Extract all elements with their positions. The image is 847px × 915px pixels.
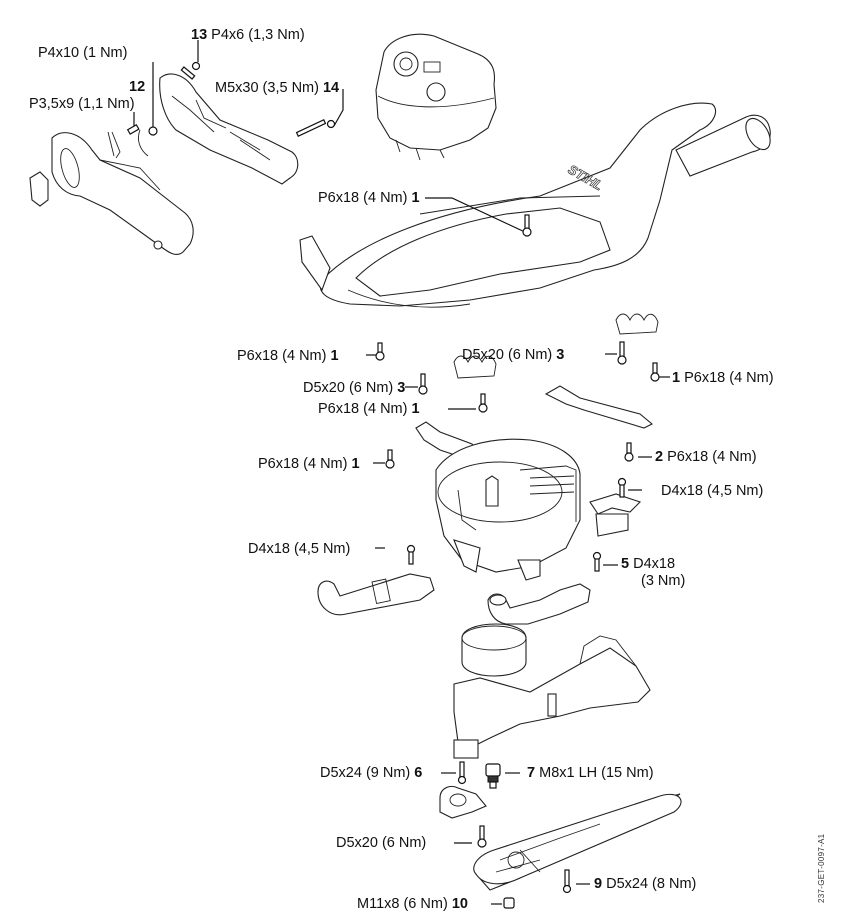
callout-spec: P3,5x9 (1,1 Nm) [29,96,135,112]
callout-spec: D5x20 (6 Nm) [303,380,394,396]
callout-spec: D5x20 (6 Nm) [336,835,427,851]
bracket-right [544,385,653,429]
part-number: 9 [594,876,603,892]
part-number: 12 [129,79,146,95]
part-number: 3 [397,380,406,396]
screw-p35x9 [126,123,140,135]
callout-spec: (3 Nm) [641,573,686,589]
throttle-clip [107,129,149,159]
callout-1a: P6x18 (4 Nm) 1 [318,190,420,206]
rear-handle-right-half [159,73,299,185]
part-number: 1 [411,190,420,206]
callout-d4x18a: D4x18 (4,5 Nm) [661,483,763,499]
gear-housing [453,623,651,759]
heat-shield [589,493,642,537]
callout-10: M11x8 (6 Nm) 10 [357,896,468,912]
part-number: 5 [621,556,630,572]
leader-lines [133,40,670,905]
plug-10 [503,897,515,909]
part-number: 6 [414,765,423,781]
screw-1a [522,214,532,237]
bearing-bracket [439,785,487,819]
callout-14: M5x30 (3,5 Nm) 14 [215,80,339,96]
callout-d5x20: D5x20 (6 Nm) [336,835,426,851]
screw-12 [148,126,158,136]
nut-7 [485,763,501,789]
screw-14 [295,119,336,137]
screw-d4x18a [617,477,627,498]
callout-1b: P6x18 (4 Nm) 1 [237,348,339,364]
intake-pipe-right [487,583,591,625]
callout-3b: D5x20 (6 Nm) 3 [303,380,405,396]
screw-d5x20 [477,825,487,848]
callout-7: 7 M8x1 LH (15 Nm) [527,765,654,781]
callout-spec: P6x18 (4 Nm) [237,348,327,364]
callout-3a: D5x20 (6 Nm) 3 [462,347,564,363]
screw-2 [624,442,634,462]
spring-right [615,313,659,335]
callout-p4x10: P4x10 (1 Nm) [38,45,127,61]
part-number: 14 [322,80,340,96]
screw-3b [418,373,428,395]
part-number: 7 [527,765,536,781]
callout-spec: D4x18 (4,5 Nm) [248,541,351,557]
spring-left [453,355,497,379]
callout-spec: P6x18 (4 Nm) [258,456,348,472]
part-number: 1 [351,456,360,472]
callout-spec: D5x24 (9 Nm) [320,765,411,781]
screws [126,61,660,909]
part-number: 1 [330,348,339,364]
screw-9 [562,869,572,894]
callout-spec: P6x18 (4 Nm) [318,190,408,206]
callout-p35x9: P3,5x9 (1,1 Nm) [29,96,135,112]
screw-13 [180,61,201,80]
callout-6: D5x24 (9 Nm) 6 [320,765,422,781]
callout-5-torque: (3 Nm) [641,573,685,589]
part-number: 3 [556,347,565,363]
screw-1e [385,449,395,469]
screw-3a [617,341,627,365]
figure-reference-code: 237-GET-0097-A1 [817,833,826,903]
part-number: 13 [191,27,208,43]
screw-1d [478,393,488,413]
engine [435,438,581,581]
callout-spec: D4x18 (4,5 Nm) [661,483,764,499]
housing-front-handle: STIHL [299,102,771,308]
screw-6 [457,761,467,785]
callout-1e: P6x18 (4 Nm) 1 [258,456,360,472]
intake-pipe-left [317,573,435,616]
rear-handle-left-half [29,132,194,255]
screw-5 [592,551,602,572]
part-number: 1 [672,370,681,386]
callout-1d: P6x18 (4 Nm) 1 [318,401,420,417]
callout-spec: P6x18 (4 Nm) [684,370,774,386]
callout-d4x18b: D4x18 (4,5 Nm) [248,541,350,557]
fuel-tank [375,33,497,161]
callout-spec: M5x30 (3,5 Nm) [215,80,319,96]
callout-spec: P4x6 (1,3 Nm) [211,27,305,43]
callout-spec: M8x1 LH (15 Nm) [539,765,654,781]
gear-cover-plate [473,793,682,891]
screw-1c [650,362,660,382]
callout-5: 5 D4x18 [621,556,675,572]
part-number: 2 [655,449,664,465]
part-number: 10 [451,896,468,912]
callout-spec: P6x18 (4 Nm) [318,401,408,417]
callout-2: 2 P6x18 (4 Nm) [655,449,757,465]
callout-spec: P4x10 (1 Nm) [38,45,128,61]
callout-spec: P6x18 (4 Nm) [667,449,757,465]
callout-1c: 1 P6x18 (4 Nm) [672,370,774,386]
callout-spec: D5x20 (6 Nm) [462,347,553,363]
callout-12: 12 [129,79,145,95]
part-number: 1 [411,401,420,417]
callout-13: 13 P4x6 (1,3 Nm) [191,27,305,43]
callout-spec: M11x8 (6 Nm) [357,896,448,912]
callout-9: 9 D5x24 (8 Nm) [594,876,696,892]
screw-1b [375,342,385,361]
callout-spec: D4x18 [633,556,676,572]
callout-spec: D5x24 (8 Nm) [606,876,697,892]
screw-d4x18b [406,544,416,565]
